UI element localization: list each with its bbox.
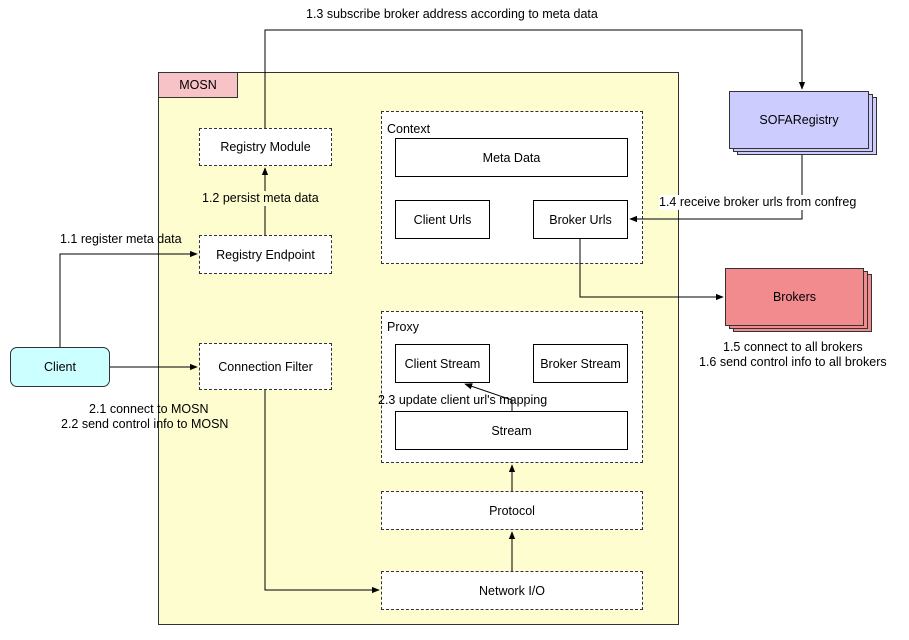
label-receive: 1.4 receive broker urls from confreg xyxy=(659,195,857,210)
protocol-label: Protocol xyxy=(489,503,535,518)
label-control-mosn: 2.2 send control info to MOSN xyxy=(61,417,229,431)
connection-filter-node[interactable]: Connection Filter xyxy=(199,343,332,390)
meta-data-node[interactable]: Meta Data xyxy=(395,138,628,177)
broker-stream-node[interactable]: Broker Stream xyxy=(533,344,628,383)
label-subscribe: 1.3 subscribe broker address according t… xyxy=(306,7,598,21)
edge-stream-clientstream xyxy=(464,383,513,411)
meta-data-label: Meta Data xyxy=(482,150,541,165)
brokers-label: Brokers xyxy=(772,290,817,304)
stream-label: Stream xyxy=(491,423,532,438)
registry-module-node[interactable]: Registry Module xyxy=(199,128,332,166)
edge-receive-urls xyxy=(629,155,803,223)
broker-stream-label: Broker Stream xyxy=(540,356,621,371)
registry-endpoint-node[interactable]: Registry Endpoint xyxy=(199,235,332,274)
edge-register xyxy=(59,250,198,347)
client-label: Client xyxy=(44,360,76,374)
client-urls-node[interactable]: Client Urls xyxy=(395,200,490,239)
stream-node[interactable]: Stream xyxy=(395,411,628,450)
client-stream-node[interactable]: Client Stream xyxy=(395,344,490,383)
client-node[interactable]: Client xyxy=(10,347,110,387)
registry-module-label: Registry Module xyxy=(220,140,311,154)
broker-urls-label: Broker Urls xyxy=(549,212,612,227)
registry-endpoint-label: Registry Endpoint xyxy=(216,247,315,262)
client-urls-label: Client Urls xyxy=(413,212,472,227)
protocol-node[interactable]: Protocol xyxy=(381,491,643,530)
mosn-tab-label: MOSN xyxy=(179,78,217,92)
network-io-label: Network I/O xyxy=(479,583,545,598)
client-stream-label: Client Stream xyxy=(404,356,481,371)
brokers-node[interactable]: Brokers xyxy=(725,268,864,326)
edge-filter-network xyxy=(264,390,380,594)
broker-urls-node[interactable]: Broker Urls xyxy=(533,200,628,239)
label-persist: 1.2 persist meta data xyxy=(202,191,319,206)
sofa-registry-label: SOFARegistry xyxy=(759,113,839,127)
sofa-registry-node[interactable]: SOFARegistry xyxy=(729,91,869,149)
proxy-title: Proxy xyxy=(387,320,419,334)
edge-subscribe xyxy=(264,29,806,128)
connection-filter-label: Connection Filter xyxy=(218,359,313,374)
label-connect-mosn: 2.1 connect to MOSN xyxy=(89,402,209,416)
label-connect-brokers: 1.5 connect to all brokers xyxy=(723,340,863,354)
edge-connect-brokers xyxy=(579,239,724,301)
label-update-mapping: 2.3 update client url's mapping xyxy=(378,393,548,407)
context-title: Context xyxy=(387,122,431,136)
network-io-node[interactable]: Network I/O xyxy=(381,571,643,610)
label-register: 1.1 register meta data xyxy=(60,232,182,246)
mosn-tab: MOSN xyxy=(158,72,238,98)
label-control-brokers: 1.6 send control info to all brokers xyxy=(699,355,887,369)
